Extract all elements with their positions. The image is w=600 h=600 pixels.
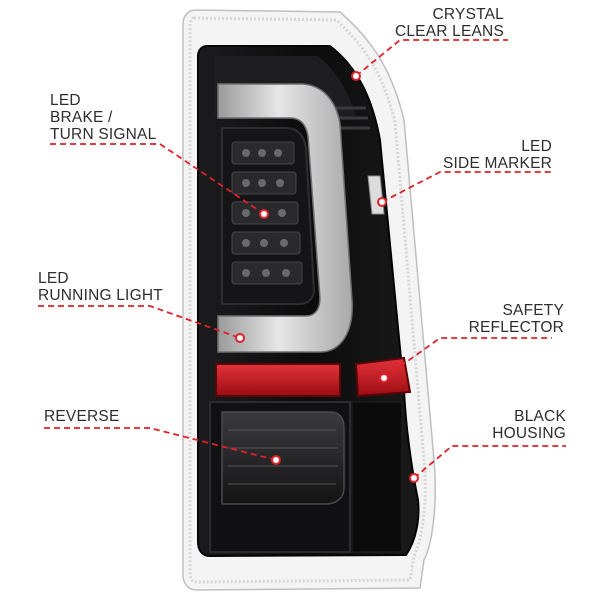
label-led-side-marker: LED SIDE MARKER — [443, 138, 552, 172]
marker-reflector — [379, 373, 389, 383]
marker-side-marker — [377, 197, 387, 207]
label-line: REVERSE — [44, 408, 120, 425]
clear-lens-texture — [188, 16, 427, 584]
label-crystal-clear-lens: CRYSTAL CLEAR LEANS — [395, 6, 504, 40]
label-led-running-light: LED RUNNING LIGHT — [38, 270, 163, 304]
label-reverse: REVERSE — [44, 408, 119, 425]
label-line: CLEAR LEANS — [394, 23, 504, 40]
leader-lines — [38, 39, 566, 479]
reverse-lens-ribs — [228, 429, 338, 485]
left-reflector — [215, 363, 341, 397]
label-line: TURN SIGNAL — [50, 126, 157, 143]
leader-reflector — [383, 337, 552, 379]
marker-reverse — [271, 455, 281, 465]
label-line: SAFETY — [502, 302, 564, 319]
brake-led-dots — [242, 149, 290, 277]
leader-running — [38, 305, 241, 339]
leader-reverse — [44, 427, 277, 461]
label-line: HOUSING — [492, 425, 566, 442]
label-line: CRYSTAL — [432, 6, 504, 23]
leader-housing — [413, 445, 566, 479]
label-line: RUNNING LIGHT — [38, 287, 163, 304]
label-black-housing: BLACK HOUSING — [492, 408, 566, 442]
marker-crystal — [351, 71, 361, 81]
label-line: LED — [521, 138, 552, 155]
label-led-brake-turn-signal: LED BRAKE / TURN SIGNAL — [50, 92, 156, 143]
label-line: LED — [50, 92, 81, 109]
marker-running — [235, 333, 245, 343]
label-line: BLACK — [514, 408, 566, 425]
label-line: SIDE MARKER — [443, 155, 552, 172]
marker-housing — [409, 473, 419, 483]
leader-brake — [50, 143, 265, 215]
label-line: REFLECTOR — [468, 319, 564, 336]
label-line: BRAKE / — [50, 109, 113, 126]
label-line: LED — [38, 270, 69, 287]
housing-side-vents — [336, 106, 370, 130]
callout-markers — [235, 71, 419, 483]
leader-side-marker — [381, 171, 552, 203]
running-light-bar — [217, 83, 353, 353]
lower-right-panel — [351, 401, 403, 553]
marker-brake — [259, 209, 269, 219]
reverse-lens — [221, 411, 345, 505]
label-safety-reflector: SAFETY REFLECTOR — [469, 302, 564, 336]
